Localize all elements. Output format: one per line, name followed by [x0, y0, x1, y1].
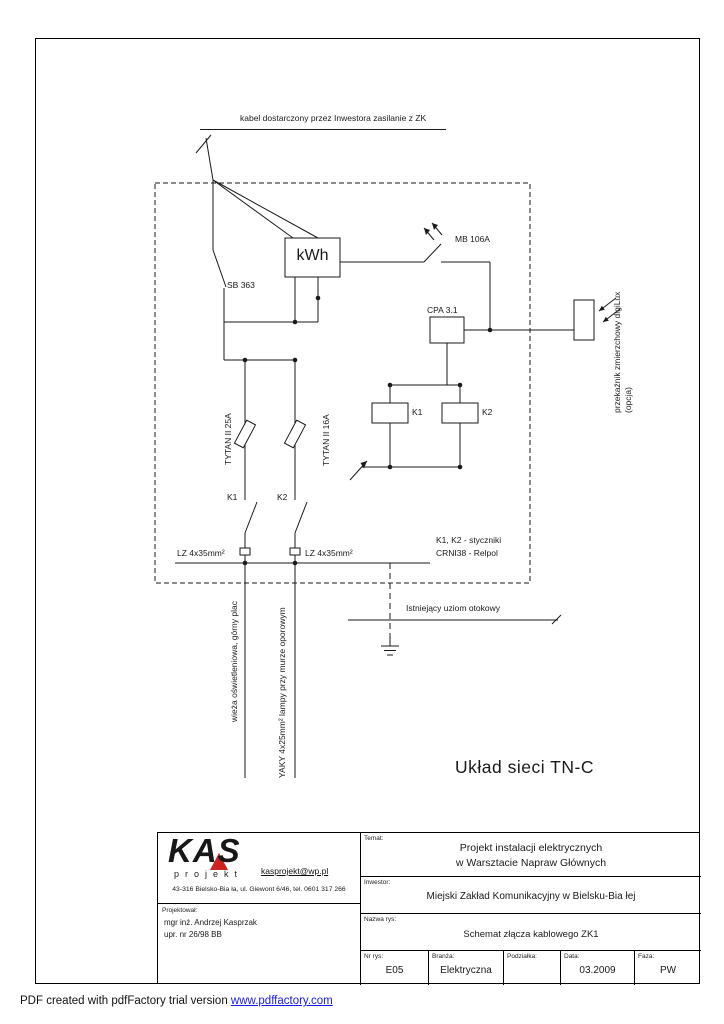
- temat-line1: Projekt instalacji elektrycznych: [459, 842, 603, 854]
- cable2-note: YAKY 4x25mm² lampy przy murze oporowym: [277, 607, 287, 778]
- twilight-relay-note-line2: (opcja): [623, 387, 633, 413]
- inwestor-row: Inwestor: Miejski Zakład Komunikacyjny w…: [361, 877, 701, 914]
- top-cable-note: kabel dostarczony przez Inwestora zasila…: [240, 113, 427, 123]
- fuse2-label: TYTAN II 16A: [321, 414, 331, 466]
- branza-label: Branża:: [432, 953, 455, 960]
- controller-label: CPA 3.1: [427, 305, 458, 315]
- podzialka-label: Podziałka:: [507, 953, 537, 960]
- network-type-title: Układ sieci TN-C: [455, 757, 594, 777]
- pdffactory-link[interactable]: www.pdffactory.com: [230, 995, 333, 1007]
- designer-license: upr. nr 26/98 BB: [164, 930, 222, 939]
- breaker-label: MB 106A: [455, 234, 490, 244]
- company-address: 43-316 Bielsko-Bia ła, ul. Giewont 6/46,…: [172, 886, 346, 893]
- lz-left-label: LZ 4x35mm²: [177, 548, 225, 558]
- contactor-note-line1: K1, K2 - styczniki: [436, 535, 502, 545]
- branza-cell: Branża: Elektryczna: [429, 951, 504, 985]
- podzialka-cell: Podziałka:: [504, 951, 561, 985]
- designer-label: Projektował:: [162, 907, 198, 914]
- faza-label: Faza:: [638, 953, 655, 960]
- fuse1-label: TYTAN II 25A: [223, 413, 233, 465]
- data-label: Data:: [564, 953, 580, 960]
- pdf-watermark-text: PDF created with pdfFactory trial versio…: [20, 995, 231, 1007]
- twilight-relay-note-line1: przekaźnik zmierzchowy digiLux: [612, 291, 622, 413]
- ground-note: Istniejący uziom otokowy: [406, 603, 501, 613]
- inwestor-label: Inwestor:: [364, 879, 391, 886]
- nr-rys-value: E05: [385, 965, 404, 976]
- logo-triangle-icon: [210, 853, 228, 870]
- lz-right-label: LZ 4x35mm²: [305, 548, 353, 558]
- designer-box: Projektował: mgr inż. Andrzej Kasprzak u…: [158, 904, 361, 985]
- designer-name: mgr inż. Andrzej Kasprzak: [164, 918, 257, 927]
- faza-value: PW: [659, 965, 677, 976]
- cable1-note: wieża oświetleniowa, górny plac: [229, 601, 239, 722]
- logo-box: KAS projekt kasprojekt@wp.pl 43-316 Biel…: [158, 833, 361, 904]
- nr-rys-cell: Nr rys: E05: [361, 951, 429, 985]
- title-block: KAS projekt kasprojekt@wp.pl 43-316 Biel…: [157, 832, 701, 985]
- k1-contact-label: K1: [227, 492, 238, 502]
- inwestor-value: Miejski Zakład Komunikacyjny w Bielsku-B…: [426, 891, 636, 902]
- email-link[interactable]: kasprojekt@wp.pl: [261, 866, 329, 876]
- twilight-relay-note: przekaźnik zmierzchowy digiLux (opcja): [612, 263, 634, 413]
- nazwa-value: Schemat złącza kablowego ZK1: [463, 929, 599, 940]
- data-cell: Data: 03.2009: [561, 951, 635, 985]
- temat-row: Temat: Projekt instalacji elektrycznych …: [361, 833, 701, 877]
- temat-line2: w Warsztacie Napraw Głównych: [455, 857, 607, 869]
- data-value: 03.2009: [579, 965, 616, 976]
- nr-rys-label: Nr rys:: [364, 953, 384, 960]
- k2-contact-label: K2: [277, 492, 288, 502]
- faza-cell: Faza: PW: [635, 951, 701, 985]
- k2-coil-label: K2: [482, 407, 493, 417]
- nazwa-row: Nazwa rys: Schemat złącza kablowego ZK1: [361, 914, 701, 951]
- company-logo: KAS: [168, 832, 241, 869]
- main-switch-label: SB 363: [227, 280, 255, 290]
- nazwa-label: Nazwa rys:: [364, 916, 397, 923]
- branza-value: Elektryczna: [440, 965, 492, 976]
- k1-coil-label: K1: [412, 407, 423, 417]
- contactor-note-line2: CRNI38 - Relpol: [436, 548, 498, 558]
- company-logo-sub: projekt: [174, 869, 244, 879]
- pdf-watermark: PDF created with pdfFactory trial versio…: [20, 995, 333, 1007]
- temat-label: Temat:: [364, 835, 384, 842]
- kwh-meter-label: kWh: [296, 247, 329, 264]
